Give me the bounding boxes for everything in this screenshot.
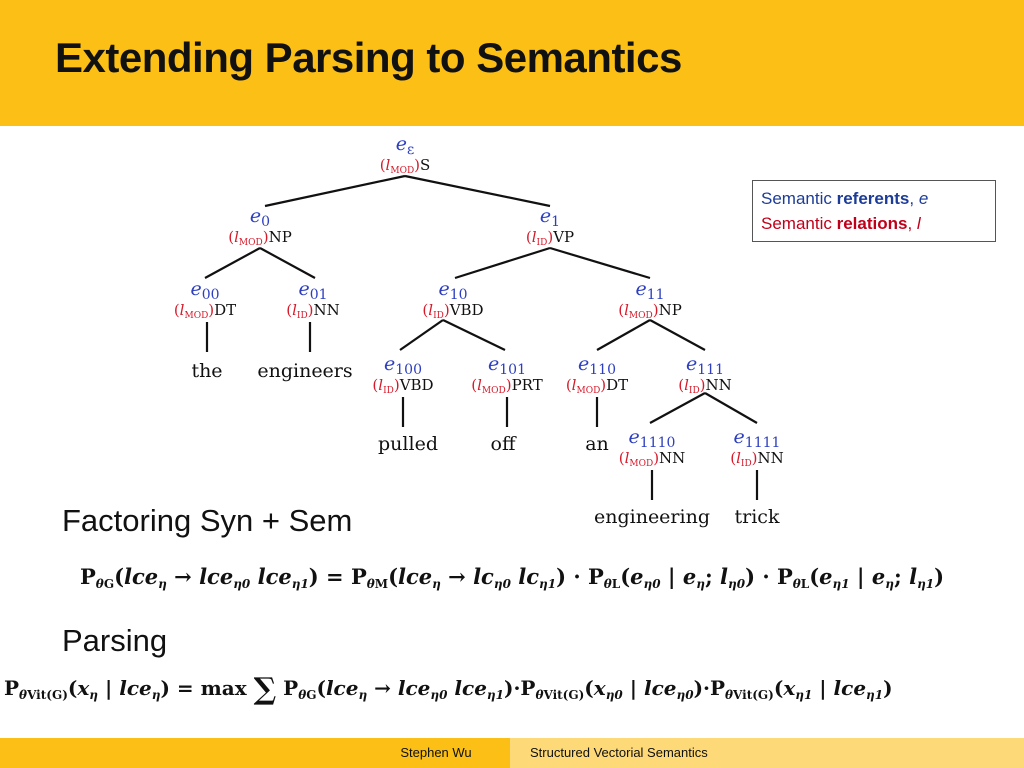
- node-relation-category: (lID)NN: [678, 376, 732, 396]
- node-relation-category: (lID)VBD: [372, 376, 433, 396]
- node-referent: e111: [686, 353, 724, 378]
- node-referent: e1: [540, 205, 560, 230]
- node-referent: e11: [635, 278, 664, 303]
- node-relation-category: (lID)VBD: [422, 301, 483, 321]
- tree-edges: [204, 174, 759, 500]
- node-relation-category: (lID)NN: [730, 449, 784, 469]
- node-referent: e1110: [629, 426, 676, 451]
- leaf-word-engineering: engineering: [594, 506, 710, 528]
- slide-title: Extending Parsing to Semantics: [55, 34, 682, 81]
- tree-node-n11: e11(lMOD)NP: [618, 278, 682, 321]
- legend-referents: Semantic referents, e: [761, 189, 929, 208]
- footer-talk-title: Structured Vectorial Semantics: [510, 738, 1024, 768]
- leaf-word-trick: trick: [735, 506, 780, 528]
- tree-node-n1: e1(lID)VP: [526, 205, 574, 248]
- node-relation-category: (lMOD)NP: [228, 228, 292, 248]
- leaf-word-off: off: [491, 433, 517, 455]
- footer-author: Stephen Wu: [362, 738, 510, 768]
- tree-node-n00: e00(lMOD)DT: [174, 278, 236, 321]
- tree-node-n110: e110(lMOD)DT: [566, 353, 628, 396]
- legend-referents-bold: referents: [836, 189, 910, 208]
- leaf-word-the: the: [191, 360, 222, 382]
- node-referent: eε: [396, 133, 415, 158]
- node-relation-category: (lMOD)NN: [619, 449, 686, 469]
- tree-node-n10: e10(lID)VBD: [422, 278, 483, 321]
- tree-node-n111: e111(lID)NN: [678, 353, 732, 396]
- tree-node-n01: e01(lID)NN: [286, 278, 340, 321]
- node-referent: e10: [438, 278, 467, 303]
- node-referent: e110: [578, 353, 616, 378]
- node-relation-category: (lID)NN: [286, 301, 340, 321]
- node-referent: e101: [488, 353, 526, 378]
- node-relation-category: (lMOD)S: [380, 156, 431, 176]
- node-referent: e00: [190, 278, 219, 303]
- node-referent: e01: [298, 278, 327, 303]
- node-referent: e100: [384, 353, 422, 378]
- legend-relations-bold: relations: [836, 214, 908, 233]
- legend-relations-prefix: Semantic: [761, 214, 837, 233]
- leaf-word-engineers: engineers: [257, 360, 352, 382]
- node-referent: e0: [250, 205, 270, 230]
- tree-node-n100: e100(lID)VBD: [372, 353, 433, 396]
- tree-node-n0: e0(lMOD)NP: [228, 205, 292, 248]
- tree-node-n101: e101(lMOD)PRT: [471, 353, 542, 396]
- parsing-heading: Parsing: [62, 623, 168, 658]
- node-relation-category: (lMOD)DT: [174, 301, 236, 321]
- legend-relations: Semantic relations, l: [761, 214, 921, 233]
- legend-referents-prefix: Semantic: [761, 189, 837, 208]
- legend-relations-symbol: l: [916, 214, 921, 233]
- leaf-word-an: an: [585, 433, 609, 455]
- leaf-word-pulled: pulled: [378, 433, 438, 455]
- tree-node-n1110: e1110(lMOD)NN: [619, 426, 686, 469]
- title-bar: [0, 0, 1024, 126]
- node-relation-category: (lMOD)NP: [618, 301, 682, 321]
- factoring-formula: PθG(lceη → lceη0 lceη1) = PθM(lceη → lcη…: [80, 564, 945, 591]
- parsing-formula: PθVit(G)(xη | lceη) = max ∑ PθG(lceη → l…: [4, 672, 893, 707]
- node-relation-category: (lID)VP: [526, 228, 574, 248]
- tree-node-n1111: e1111(lID)NN: [730, 426, 784, 469]
- node-relation-category: (lMOD)DT: [566, 376, 628, 396]
- legend-box: Semantic referents, e Semantic relations…: [752, 180, 996, 242]
- node-referent: e1111: [734, 426, 781, 451]
- factoring-heading: Factoring Syn + Sem: [62, 503, 353, 538]
- tree-node-root: eε(lMOD)S: [380, 133, 431, 176]
- node-relation-category: (lMOD)PRT: [471, 376, 542, 396]
- legend-referents-symbol: e: [918, 189, 929, 208]
